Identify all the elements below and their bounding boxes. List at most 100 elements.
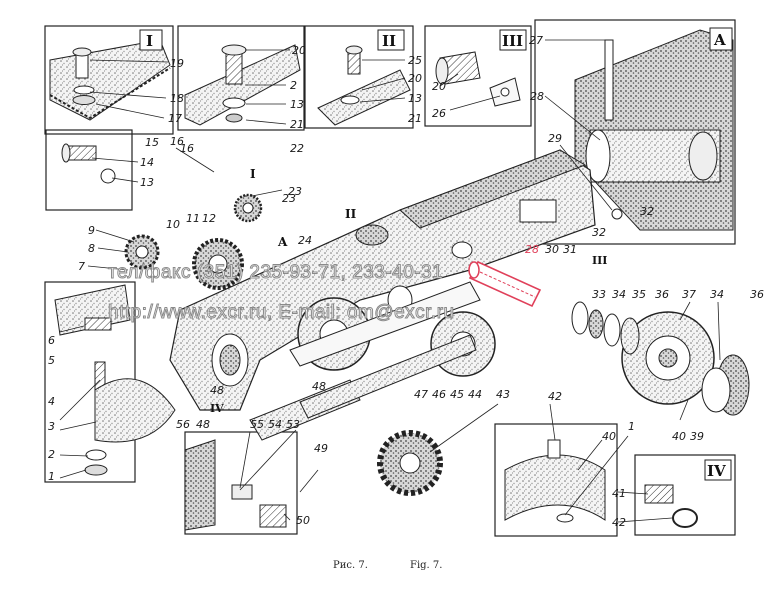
upper-gear <box>233 193 263 223</box>
part-label: 34 <box>612 288 626 301</box>
part-label: 31 <box>563 243 577 256</box>
part-label: 41 <box>612 487 626 500</box>
part-label: 23 <box>282 192 296 205</box>
part-label: 13 <box>408 92 422 105</box>
inset-frame-bearing <box>44 281 176 483</box>
part-label: 20 <box>408 72 422 85</box>
inset-frame-i <box>44 25 174 135</box>
part-label: 13 <box>140 176 154 189</box>
part-label: 23 <box>288 185 302 198</box>
part-label: 1 <box>48 470 55 483</box>
inset-frame-iii <box>424 25 532 127</box>
inset-frame-i-left <box>45 129 133 211</box>
inset-frame-ii-detail <box>177 25 305 131</box>
part-label: 36 <box>750 288 764 301</box>
part-label: 9 <box>88 224 95 237</box>
part-label: 12 <box>202 212 216 225</box>
part-label: 21 <box>408 112 422 125</box>
part-label: 8 <box>88 242 95 255</box>
part-label: 54 <box>268 418 282 431</box>
part-label: 10 <box>166 218 180 231</box>
part-label: 16 <box>170 135 184 148</box>
part-label: 2 <box>290 79 297 92</box>
part-label: 49 <box>314 442 328 455</box>
part-label: 25 <box>408 54 422 67</box>
part-number-labels: 19 18 17 15 16 20 2 13 21 22 23 25 20 13… <box>48 34 764 529</box>
part-label: 18 <box>170 92 184 105</box>
part-label: 20 <box>432 80 446 93</box>
gear-12 <box>192 238 244 290</box>
part-label: 45 <box>450 388 464 401</box>
part-label: 42 <box>612 516 626 529</box>
part-label: 35 <box>632 288 646 301</box>
part-label: 46 <box>432 388 446 401</box>
leader-lines <box>59 39 721 523</box>
callout-main-ii: II <box>345 207 357 221</box>
drive-wheel-37 <box>621 311 715 405</box>
inset-title-iv: IV <box>707 462 726 480</box>
part-label: 20 <box>292 44 306 57</box>
sprocket-46 <box>377 430 443 496</box>
inset-frame-a <box>534 19 736 245</box>
inset-title-ii: II <box>382 32 396 50</box>
callout-sub-i: I <box>250 167 256 181</box>
callout-main-iv: IV <box>210 402 224 415</box>
callout-main-a: A <box>277 235 288 249</box>
bearing-stack <box>571 301 640 355</box>
part-label: 4 <box>48 395 55 408</box>
sprocket-8 <box>124 234 160 270</box>
caption-ru: Рис. 7. <box>333 560 368 571</box>
inset-frame-fittings <box>184 431 298 535</box>
part-label: 33 <box>592 288 606 301</box>
part-label: 56 <box>176 418 190 431</box>
part-label: 13 <box>290 98 304 111</box>
hub-36 <box>701 354 750 416</box>
inset-frame-ii <box>304 25 414 129</box>
part-label: 1 <box>628 420 635 433</box>
part-label: 26 <box>432 107 446 120</box>
part-label: 21 <box>290 118 304 131</box>
part-label: 36 <box>655 288 669 301</box>
inset-title-i: I <box>146 32 153 50</box>
part-label: 24 <box>298 234 312 247</box>
part-label: 19 <box>170 57 184 70</box>
inset-titles: I II III A IV I A II III IV <box>139 27 733 481</box>
inset-title-iii: III <box>502 32 523 50</box>
part-label: 44 <box>468 388 482 401</box>
part-label: 30 <box>545 243 559 256</box>
part-label: 22 <box>290 142 304 155</box>
part-label: 28 <box>530 90 544 103</box>
part-label: 7 <box>78 260 85 273</box>
part-label: 47 <box>414 388 428 401</box>
caption-en: Fig. 7. <box>410 560 443 571</box>
part-label: 11 <box>186 212 200 225</box>
highlighted-shaft-28 <box>468 260 542 308</box>
inset-frame-housing <box>494 423 618 537</box>
shaft-51 <box>249 281 481 441</box>
part-label: 48 <box>196 418 210 431</box>
inset-title-a: A <box>713 31 726 49</box>
watermark-phone: тел/факс (351) 235-93-71, 233-40-31 <box>107 262 444 284</box>
inset-frame-iv <box>634 454 736 536</box>
part-label: 39 <box>690 430 704 443</box>
part-label: 29 <box>548 132 562 145</box>
part-label: 32 <box>640 205 654 218</box>
watermark-url: http://www.excr.ru, E-mail: om@excr.ru <box>108 302 455 324</box>
part-label: 3 <box>48 420 55 433</box>
part-label: 27 <box>529 34 543 47</box>
part-label: 15 <box>145 136 159 149</box>
callout-main-iii: III <box>592 254 607 267</box>
part-label: 48 <box>210 384 224 397</box>
part-label: 48 <box>312 380 326 393</box>
part-label: 2 <box>48 448 55 461</box>
main-housing <box>169 149 596 411</box>
part-label: 43 <box>496 388 510 401</box>
part-label: 40 <box>672 430 686 443</box>
part-label: 32 <box>592 226 606 239</box>
part-label: 14 <box>140 156 154 169</box>
part-label: 16 <box>180 142 194 155</box>
part-label: 34 <box>710 288 724 301</box>
part-label: 5 <box>48 354 55 367</box>
part-label: 40 <box>602 430 616 443</box>
